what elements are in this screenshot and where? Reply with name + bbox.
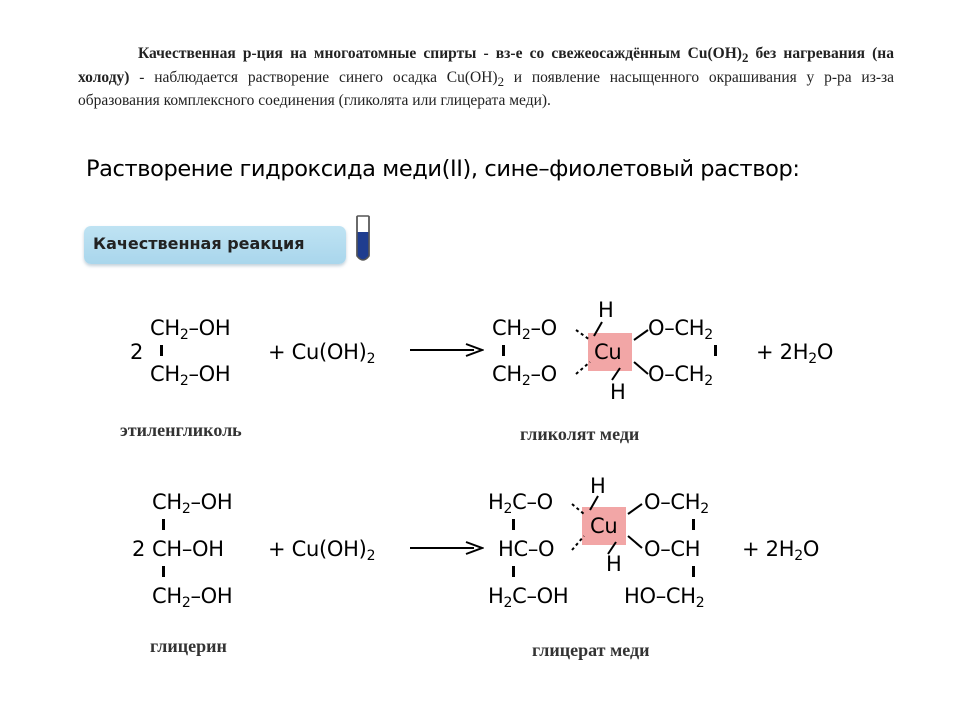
- r2-right-mid: O–CH: [644, 537, 701, 561]
- r2-copper: Cu: [590, 514, 618, 538]
- r1-reagent: + Cu(OH)2: [268, 340, 376, 367]
- r2-left-mid: HC–O: [498, 537, 555, 561]
- r2-coordination-bonds: [571, 495, 643, 555]
- r2-reactant-name: глицерин: [150, 636, 227, 656]
- r1-arrow-icon: [410, 343, 484, 357]
- r2-reagent: + Cu(OH)2: [268, 537, 376, 564]
- r1-reactant-name: этиленгликоль: [120, 420, 242, 440]
- test-tube-icon: [356, 215, 370, 261]
- intro-rest: - наблюдается растворение синего осадка …: [129, 68, 498, 86]
- r2-left-top: H2C–O: [488, 490, 553, 517]
- r2-byproduct: + 2H2O: [742, 537, 820, 564]
- r2-h-top: H: [590, 474, 606, 498]
- r1-left-bottom: CH2–O: [492, 362, 557, 389]
- r1-right-bond: [714, 345, 717, 356]
- r1-reactant-bottom: CH2–OH: [150, 362, 231, 389]
- r1-copper: Cu: [594, 340, 622, 364]
- r1-h-bottom: H: [610, 380, 626, 404]
- r2-right-bond-top: [692, 519, 695, 530]
- r1-h-top: H: [598, 298, 614, 322]
- r1-product-name: гликолят меди: [520, 424, 640, 444]
- intro-term: Качественная р-ция на многоатомные спирт…: [138, 45, 742, 62]
- r1-reactant-bond: [160, 345, 163, 356]
- r1-coefficient: 2: [130, 340, 144, 364]
- r2-reactant-bond-bottom: [162, 566, 165, 577]
- r2-reactant-bond-top: [162, 519, 165, 530]
- r1-left-top: CH2–O: [492, 316, 557, 343]
- r1-coordination-bonds: [575, 321, 649, 381]
- r1-right-top: O–CH2: [648, 316, 713, 343]
- r2-reactant-bottom: CH2–OH: [152, 584, 233, 611]
- r1-byproduct: + 2H2O: [756, 340, 834, 367]
- r2-arrow-icon: [410, 541, 484, 555]
- r2-reactant-mid: CH–OH: [152, 537, 224, 561]
- r2-left-bottom: H2C–OH: [488, 584, 569, 611]
- qualitative-reaction-badge: Качественная реакция: [84, 226, 346, 264]
- r1-reactant-top: CH2–OH: [150, 316, 231, 343]
- r1-right-bottom: O–CH2: [648, 362, 713, 389]
- r2-reactant-top: CH2–OH: [152, 490, 233, 517]
- r2-coefficient: 2: [132, 537, 146, 561]
- r2-cu-highlight: [582, 507, 626, 545]
- r2-right-bond-bottom: [692, 566, 695, 577]
- badge-label: Качественная реакция: [93, 234, 305, 253]
- r2-left-bond-top: [512, 519, 515, 530]
- r1-cu-highlight: [588, 333, 632, 371]
- section-heading: Растворение гидроксида меди(II), сине–фи…: [86, 156, 800, 182]
- r2-right-top: O–CH2: [644, 490, 709, 517]
- r1-left-bond: [502, 345, 505, 356]
- r2-left-bond-bottom: [512, 566, 515, 577]
- intro-paragraph: Качественная р-ция на многоатомные спирт…: [78, 45, 894, 110]
- r2-right-bottom: HO–CH2: [624, 584, 705, 611]
- r2-product-name: глицерат меди: [532, 640, 650, 660]
- r2-h-bottom: H: [606, 552, 622, 576]
